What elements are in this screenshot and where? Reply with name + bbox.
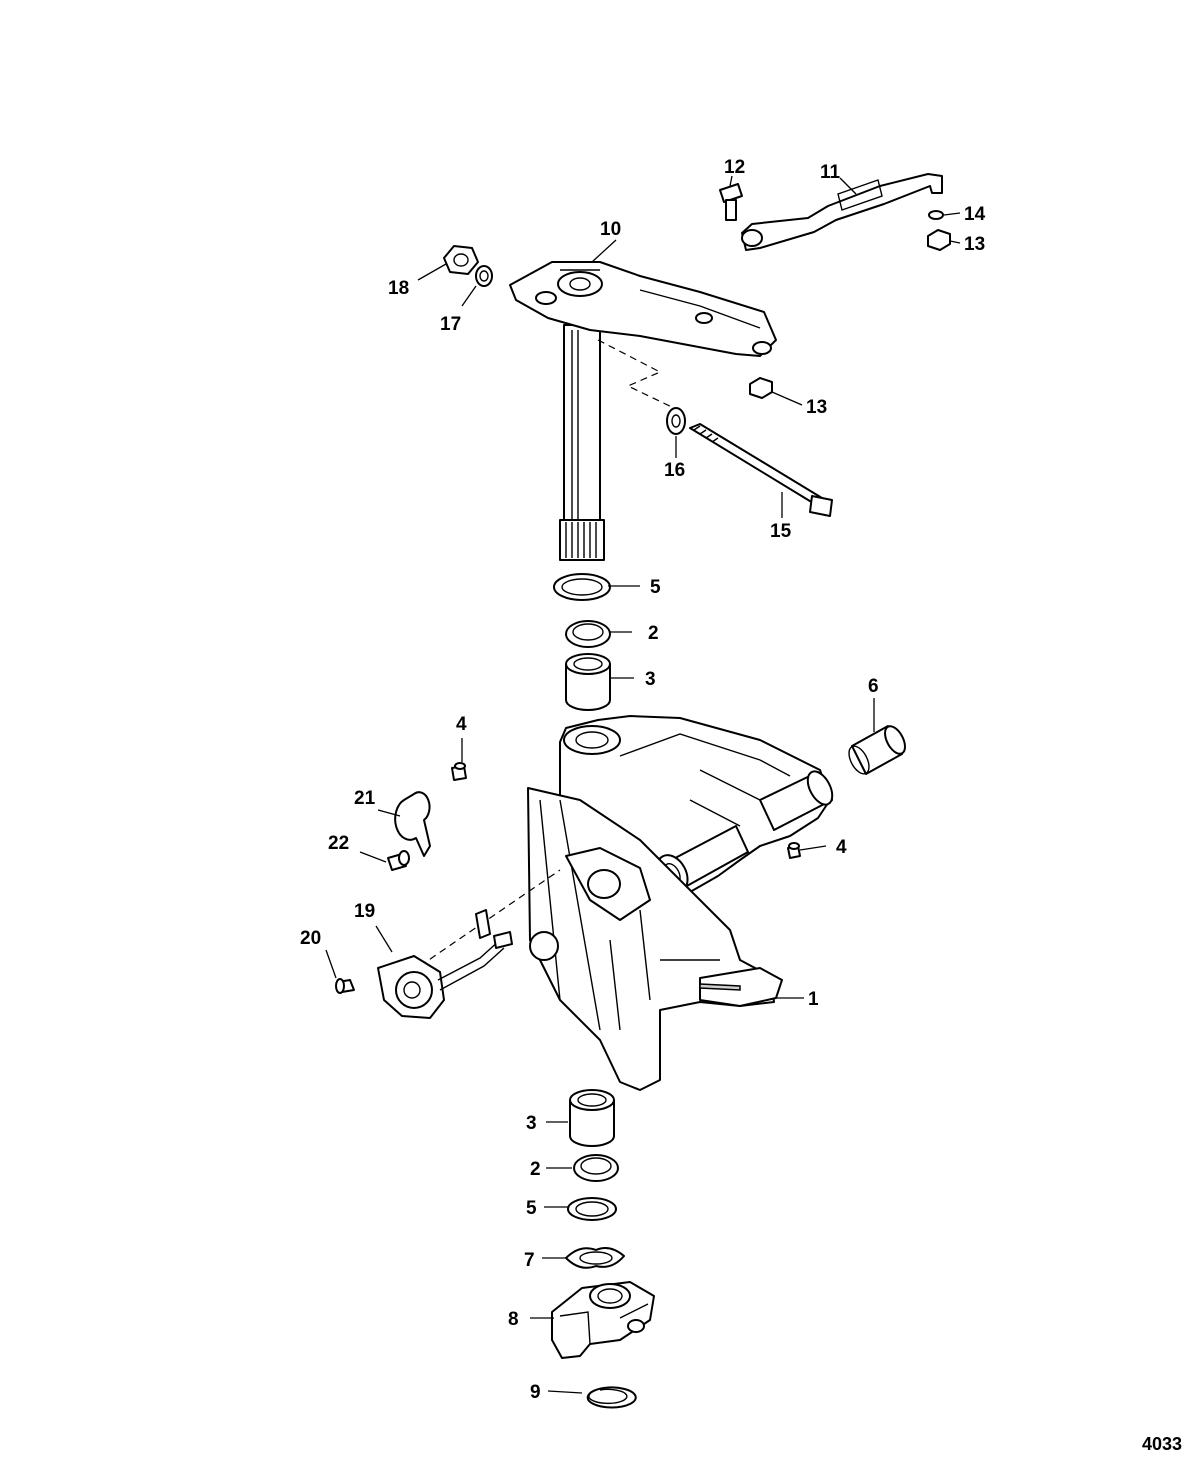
part-18-nut bbox=[443, 245, 479, 275]
part-17-washer bbox=[475, 265, 493, 287]
part-14-washer bbox=[928, 210, 944, 220]
callout-3: 3 bbox=[645, 669, 656, 690]
part-4-fitting-left bbox=[451, 762, 467, 781]
part-5-washer-upper bbox=[553, 573, 611, 601]
callout-3: 3 bbox=[526, 1113, 537, 1134]
part-15-bolt bbox=[689, 423, 833, 517]
callout-21: 21 bbox=[354, 788, 376, 809]
part-21-clamp bbox=[394, 791, 431, 857]
callout-2: 2 bbox=[530, 1159, 541, 1180]
alignment-line-sensor bbox=[419, 869, 561, 967]
callout-13: 13 bbox=[806, 397, 827, 418]
callout-4: 4 bbox=[456, 714, 467, 735]
part-7-wave-washer bbox=[565, 1247, 625, 1269]
part-9-snap-ring bbox=[586, 1386, 637, 1409]
part-6-sleeve bbox=[848, 725, 906, 775]
part-2-seal-lower bbox=[573, 1154, 619, 1182]
callout-16: 16 bbox=[664, 460, 685, 481]
part-8-steering-yoke bbox=[551, 1281, 655, 1359]
callout-2: 2 bbox=[648, 623, 659, 644]
part-11-link-rod bbox=[741, 173, 943, 251]
callout-9: 9 bbox=[530, 1382, 541, 1403]
part-5-washer-lower bbox=[567, 1197, 617, 1221]
part-13-nut-upper bbox=[927, 229, 951, 251]
callout-18: 18 bbox=[388, 278, 409, 299]
part-19-sensor bbox=[377, 909, 513, 1019]
part-20-screw bbox=[335, 978, 355, 994]
part-3-bushing-lower bbox=[569, 1089, 615, 1147]
callout-6: 6 bbox=[868, 676, 879, 697]
callout-20: 20 bbox=[300, 928, 321, 949]
part-10-steering-arm bbox=[509, 261, 777, 561]
callout-22: 22 bbox=[328, 833, 349, 854]
callout-5: 5 bbox=[650, 577, 661, 598]
callout-4: 4 bbox=[836, 837, 847, 858]
part-3-bushing-upper bbox=[565, 653, 611, 711]
figure-number: 4033 bbox=[1142, 1434, 1182, 1454]
part-22-screw bbox=[387, 850, 410, 871]
part-16-washer bbox=[666, 407, 686, 435]
part-12-bolt bbox=[719, 183, 743, 221]
callout-17: 17 bbox=[440, 314, 461, 335]
callout-1: 1 bbox=[808, 989, 819, 1010]
callout-labels: 1 2 2 3 3 4 4 5 5 6 7 8 9 10 11 12 13 13… bbox=[300, 157, 986, 1403]
part-1-swivel-bracket bbox=[527, 715, 834, 1091]
part-2-seal-upper bbox=[565, 620, 611, 648]
callout-8: 8 bbox=[508, 1309, 519, 1330]
part-4-fitting-right bbox=[787, 842, 801, 859]
part-13-nut-lower bbox=[749, 377, 773, 399]
callout-15: 15 bbox=[770, 521, 792, 542]
callout-13: 13 bbox=[964, 234, 985, 255]
leader-lines bbox=[325, 175, 961, 1394]
callout-12: 12 bbox=[724, 157, 745, 178]
callout-11: 11 bbox=[820, 162, 841, 183]
alignment-line-arm bbox=[597, 339, 679, 411]
callout-5: 5 bbox=[526, 1198, 537, 1219]
callout-14: 14 bbox=[964, 204, 986, 225]
callout-10: 10 bbox=[600, 219, 621, 240]
callout-7: 7 bbox=[524, 1250, 535, 1271]
callout-19: 19 bbox=[354, 901, 375, 922]
